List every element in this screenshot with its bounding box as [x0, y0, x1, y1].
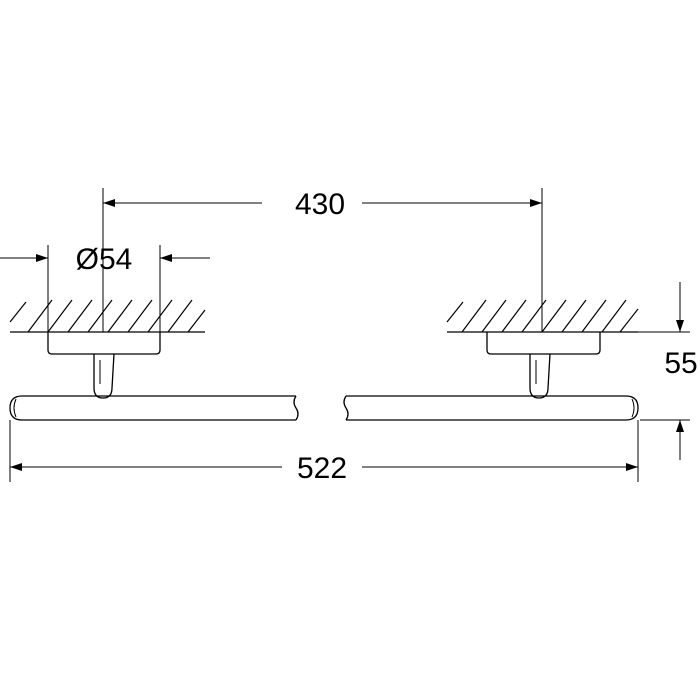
dimension-depth: 55 [600, 282, 698, 460]
left-wall-mount [47, 332, 161, 399]
dimension-depth-label: 55 [664, 347, 697, 380]
rail-bar [9, 395, 639, 421]
dimension-diameter-label: Ø54 [76, 243, 133, 276]
left-wall-section [9, 299, 206, 333]
dimension-length-label: 522 [297, 452, 347, 485]
dimension-span: 430 [102, 188, 543, 332]
right-wall-mount [486, 332, 601, 399]
dimension-diameter: Ø54 [0, 243, 210, 350]
dimension-span-label: 430 [295, 188, 345, 221]
dimension-length: 522 [9, 420, 639, 485]
right-wall-section [446, 299, 639, 333]
